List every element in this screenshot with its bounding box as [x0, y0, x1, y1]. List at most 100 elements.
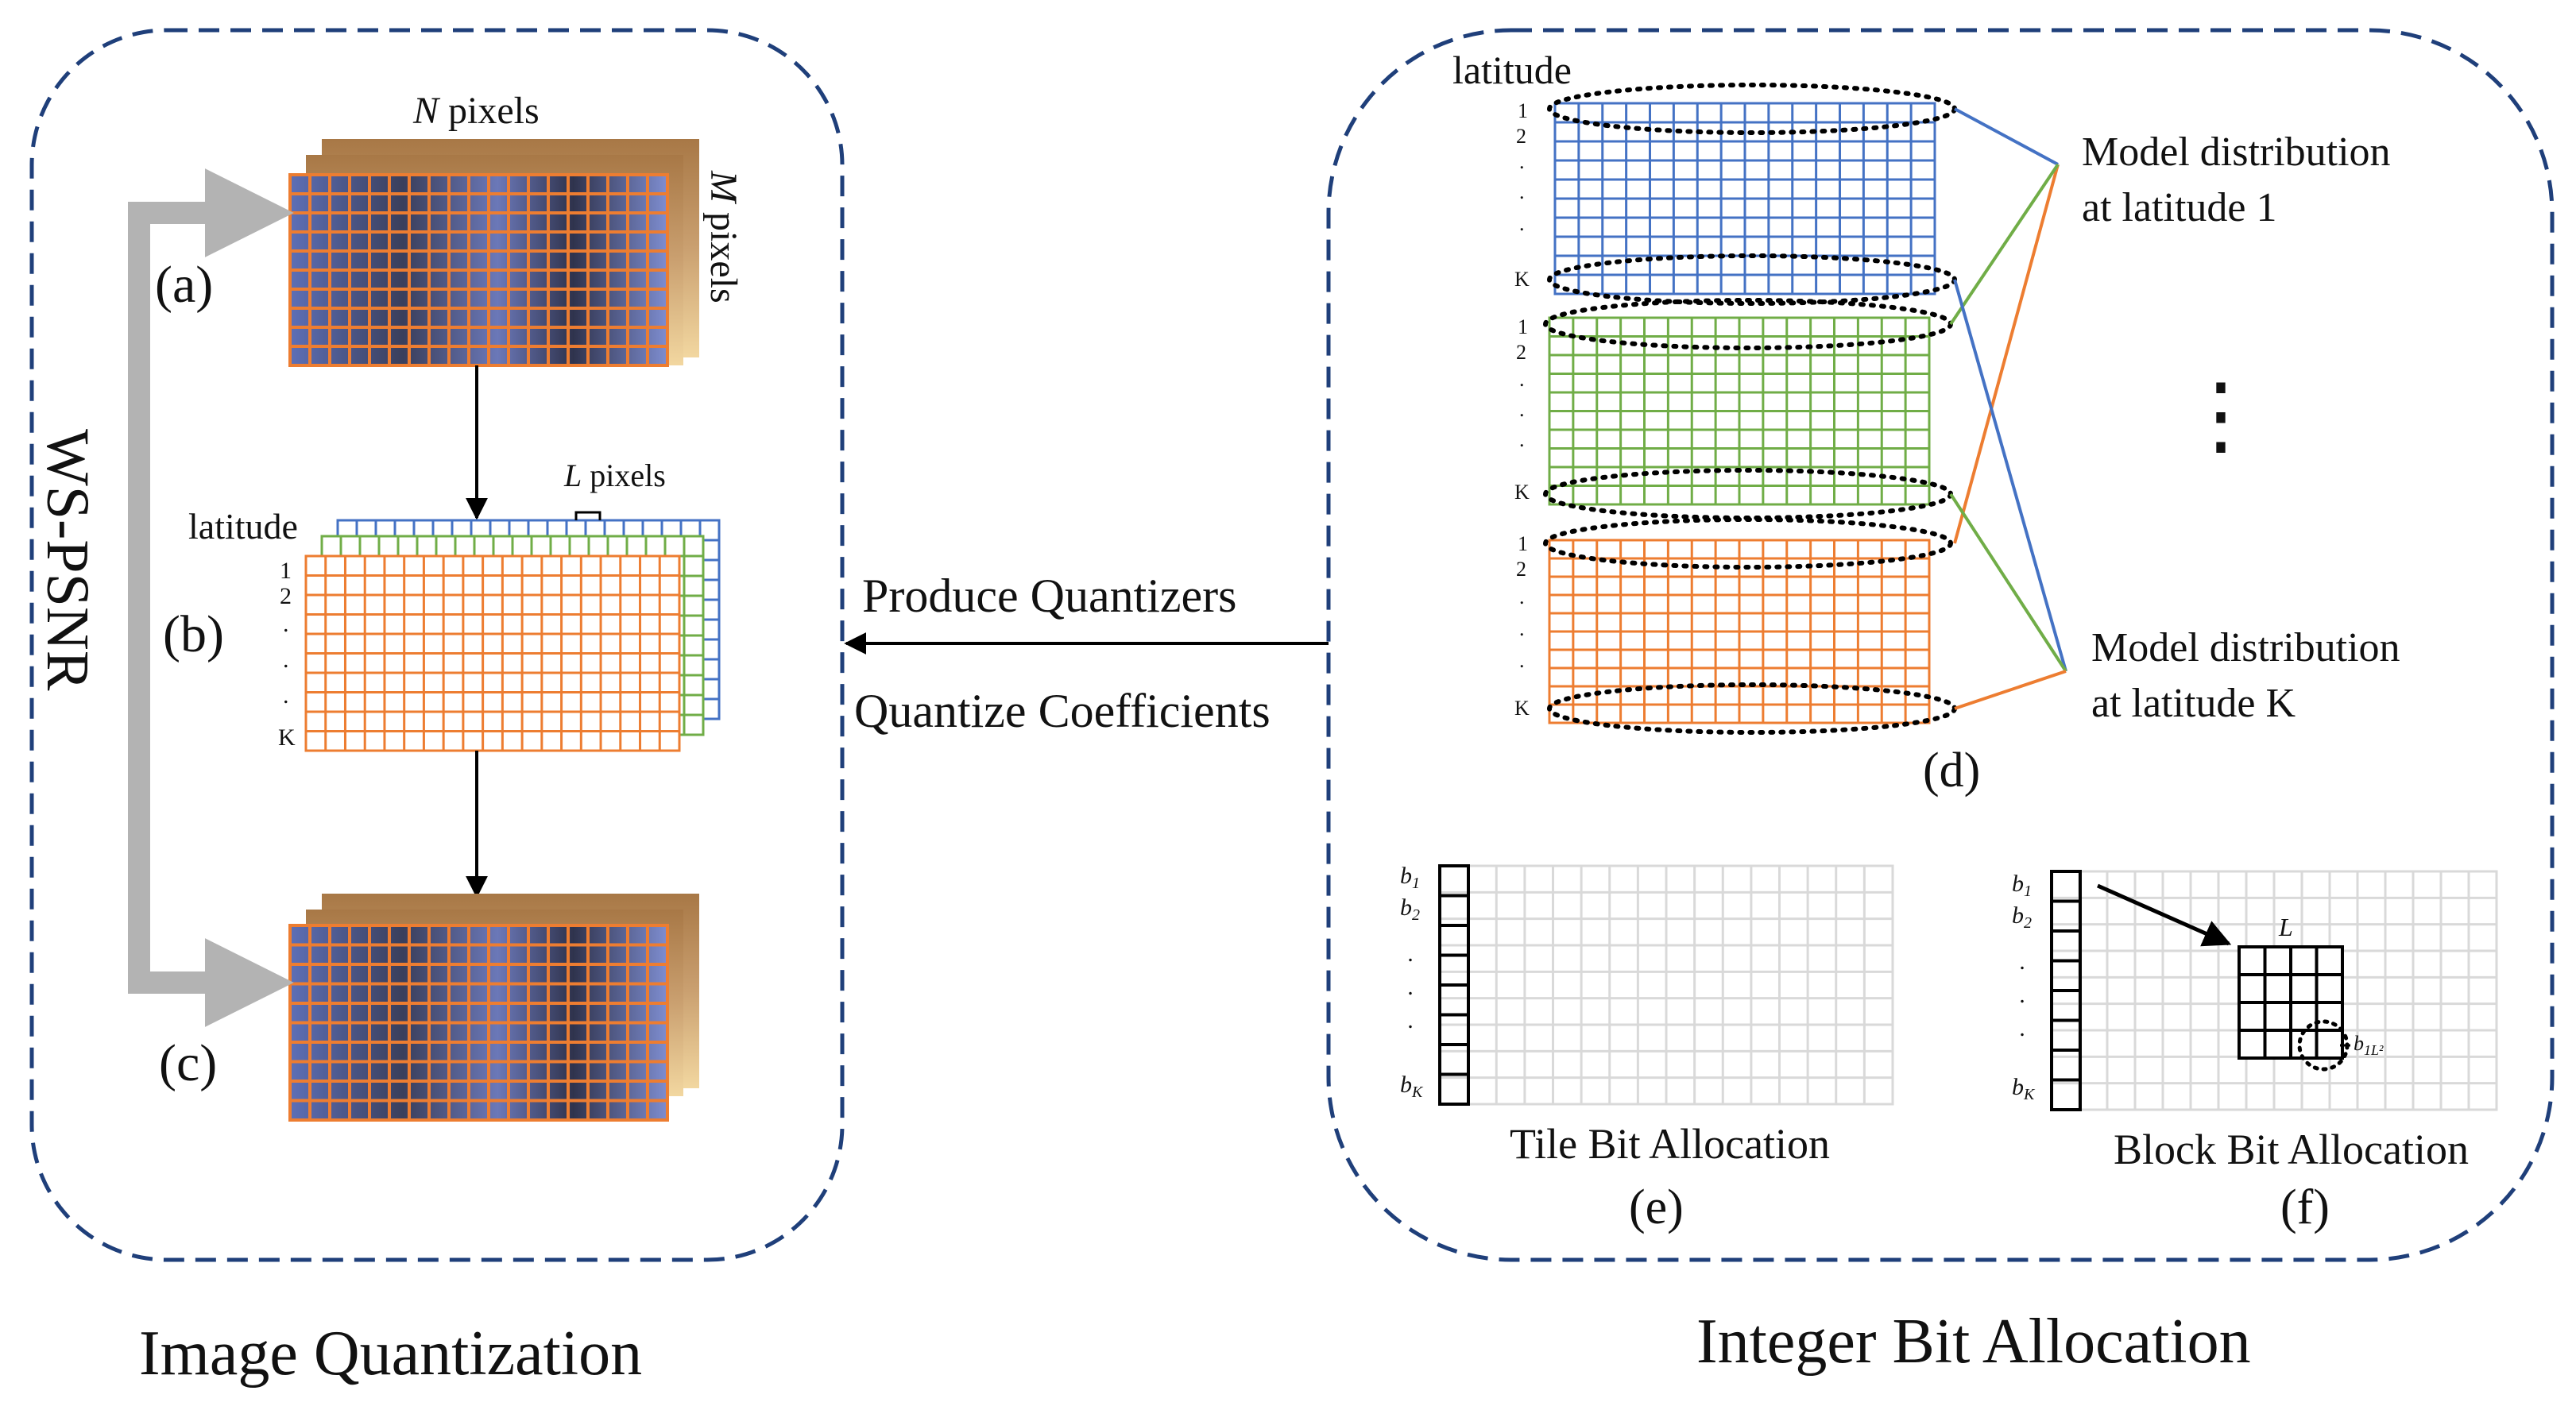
- right-orange-dot-3: .: [1519, 649, 1525, 672]
- latitude-label-left: latitude: [188, 506, 298, 547]
- right-blue-dot-3: .: [1519, 212, 1525, 235]
- green-connector-top: [1949, 163, 2060, 326]
- right-green-row-1: 1: [1518, 315, 1528, 338]
- model-1-line1: Model distribution: [2082, 129, 2391, 175]
- left-row-label-2: 2: [280, 583, 292, 609]
- block-b2: b2: [2012, 902, 2032, 932]
- latitude-ellipses: [1543, 83, 1957, 735]
- image-a-grid: [288, 173, 669, 367]
- block-b1: b1: [2012, 871, 2032, 900]
- orange-connector-bottom: [1954, 670, 2067, 710]
- tile-dot-3: .: [1408, 1007, 1414, 1033]
- right-blue-dot-2: .: [1519, 180, 1525, 203]
- block-dot-1: .: [2020, 948, 2026, 975]
- ws-psnr-feedback-arrow: [128, 202, 294, 1027]
- block-dot-3: .: [2020, 1015, 2026, 1041]
- tile-light: [1438, 864, 1894, 1106]
- orange-connector-top: [1953, 164, 2060, 544]
- grid-c-lines: [288, 924, 669, 1122]
- block-bk: bK: [2012, 1074, 2036, 1103]
- tile-column: [1438, 864, 1470, 1106]
- top-axis-label: N pixels: [412, 90, 540, 132]
- model-connectors: [1949, 107, 2067, 710]
- ws-psnr-label: WS-PSNR: [34, 429, 101, 691]
- produce-quantizers-label: Produce Quantizers: [862, 570, 1237, 622]
- tile-dot-2: .: [1408, 974, 1414, 1000]
- tile-b1: b1: [1400, 863, 1420, 892]
- left-row-dot-3: .: [283, 682, 289, 709]
- right-orange-row-1: 1: [1518, 532, 1528, 555]
- block-size-label: L pixels: [563, 458, 666, 493]
- step-e-label: (e): [1629, 1180, 1684, 1234]
- right-blue-dot-1: .: [1519, 150, 1525, 173]
- ellipse-blue-top: [1547, 83, 1957, 135]
- right-blue-row-1: 1: [1518, 99, 1528, 122]
- latitude-label-right: latitude: [1452, 48, 1572, 92]
- image-a-stack: [288, 139, 699, 367]
- left-row-dot-1: .: [283, 611, 289, 637]
- ellipse-orange-bottom: [1547, 682, 1957, 735]
- right-orange-dot-1: .: [1519, 585, 1525, 608]
- block-b1L2-label: b1L²: [2354, 1032, 2384, 1058]
- ellipse-green-bottom: [1543, 468, 1953, 520]
- vertical-ellipsis: ⋮: [2177, 367, 2265, 464]
- side-axis-label: M pixels: [702, 170, 745, 303]
- block-size-bracket: [574, 511, 601, 520]
- left-panel-frame: [29, 28, 845, 1262]
- image-c-stack: [288, 894, 699, 1122]
- layer-orange: [304, 554, 681, 752]
- left-row-labels: 1 2 . . . K: [278, 558, 296, 751]
- tile-dot-1: .: [1408, 941, 1414, 967]
- step-f-label: (f): [2280, 1180, 2330, 1234]
- block-dot-2: .: [2020, 982, 2026, 1008]
- quantize-coefficients-label: Quantize Coefficients: [854, 685, 1271, 737]
- right-green-row-2: 2: [1516, 341, 1526, 364]
- right-panel-title: Integer Bit Allocation: [1696, 1307, 2251, 1377]
- green-connector-bottom: [1949, 492, 2067, 673]
- right-panel-frame: [1326, 28, 2555, 1262]
- right-blue-row-k: K: [1514, 268, 1530, 291]
- model-k-line2: at latitude K: [2091, 681, 2296, 726]
- block-L: [2238, 945, 2344, 1060]
- right-row-labels: 1 2 . . . K 1 2 . . . K 1 2 . . . K: [1514, 99, 1530, 720]
- right-green-dot-1: .: [1519, 368, 1525, 391]
- ellipse-green-top: [1543, 298, 1953, 350]
- model-1-line2: at latitude 1: [2082, 185, 2276, 230]
- right-orange: [1548, 539, 1931, 724]
- block-column: [2050, 870, 2082, 1111]
- tile-bit-allocation-grid: [1438, 864, 1894, 1106]
- image-c-grid: [288, 924, 669, 1122]
- step-d-label: (d): [1923, 744, 1980, 798]
- block-caption: Block Bit Allocation: [2114, 1126, 2469, 1173]
- blue-connector-bottom: [1953, 279, 2067, 672]
- left-row-label-k: K: [278, 724, 296, 751]
- latitude-layers: [304, 519, 721, 752]
- right-green-dot-3: .: [1519, 428, 1525, 451]
- right-orange-grid: [1548, 539, 1931, 724]
- ellipse-orange-top: [1543, 517, 1953, 570]
- block-pointer-arrow: [2096, 883, 2232, 947]
- left-row-dot-2: .: [283, 647, 289, 673]
- right-green-dot-2: .: [1519, 398, 1525, 421]
- tile-caption: Tile Bit Allocation: [1510, 1120, 1830, 1168]
- tile-bk: bK: [1400, 1072, 1424, 1101]
- step-a-label: (a): [155, 256, 213, 314]
- tile-b2: b2: [1400, 894, 1420, 924]
- block-bit-allocation-grid: [2050, 870, 2498, 1111]
- right-grids: [1548, 102, 1936, 724]
- blue-connector-top: [1954, 107, 2059, 166]
- right-orange-row-2: 2: [1516, 558, 1526, 581]
- orange-latitude-layer: [304, 554, 681, 752]
- right-orange-row-k: K: [1514, 697, 1530, 720]
- tile-b-labels: b1 b2 . . . bK: [1400, 863, 1424, 1101]
- right-blue-row-2: 2: [1516, 125, 1526, 148]
- right-blue: [1553, 102, 1936, 295]
- left-panel-title: Image Quantization: [139, 1319, 642, 1389]
- right-blue-grid: [1553, 102, 1936, 295]
- step-b-label: (b): [163, 605, 224, 663]
- block-L-label: L: [2278, 913, 2293, 941]
- right-green-row-k: K: [1514, 481, 1530, 504]
- step-c-label: (c): [159, 1034, 217, 1092]
- model-k-line1: Model distribution: [2091, 625, 2400, 670]
